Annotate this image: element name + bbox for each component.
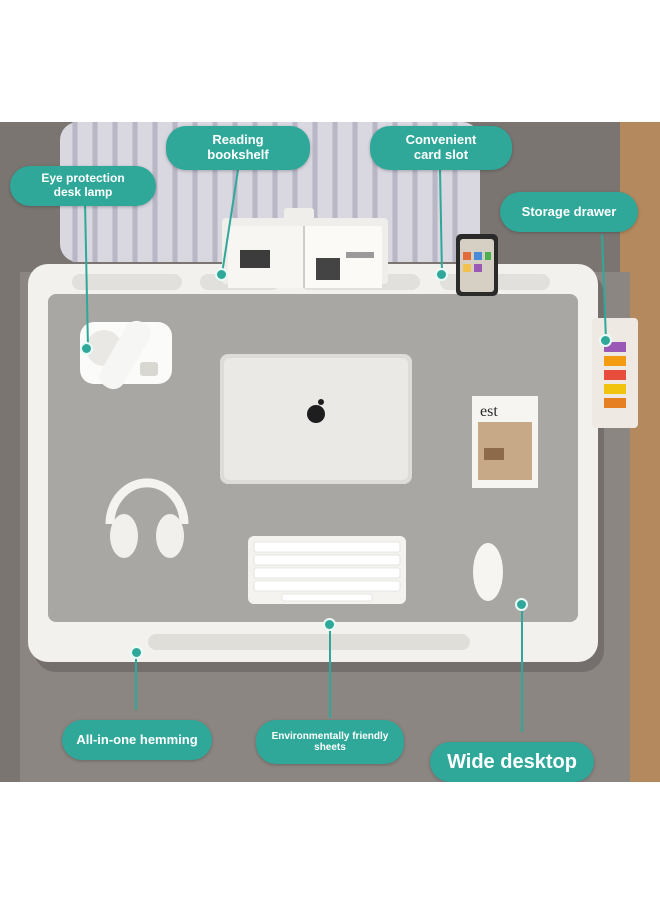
hemming-groove xyxy=(148,634,470,650)
label-card-slot: Convenient card slot xyxy=(370,126,512,170)
desktop-dot xyxy=(515,598,528,611)
sheets-dot xyxy=(323,618,336,631)
label-sheets: Environmentally friendly sheets xyxy=(256,720,404,764)
desk-lamp xyxy=(80,320,172,390)
label-eye-lamp: Eye protection desk lamp xyxy=(10,166,156,206)
phone xyxy=(456,234,498,296)
label-wide-desktop: Wide desktop xyxy=(430,742,594,782)
headphones xyxy=(105,478,189,558)
hemming-dot xyxy=(130,646,143,659)
card-slot-dot xyxy=(435,268,448,281)
mouse xyxy=(473,543,503,601)
laptop xyxy=(220,354,412,484)
drawer-dot xyxy=(599,334,612,347)
label-bookshelf: Reading bookshelf xyxy=(166,126,310,170)
magazine: est xyxy=(472,396,538,488)
storage-drawer xyxy=(592,318,638,428)
product-photo: est xyxy=(0,122,660,782)
lamp-dot xyxy=(80,342,93,355)
magazine-title: est xyxy=(480,403,498,420)
keyboard xyxy=(248,536,406,604)
desk-illustration: est xyxy=(0,122,660,782)
bookshelf xyxy=(222,208,388,288)
leader-lines xyxy=(84,169,607,732)
label-hemming: All-in-one hemming xyxy=(62,720,212,760)
bookshelf-dot xyxy=(215,268,228,281)
label-storage-drawer: Storage drawer xyxy=(500,192,638,232)
